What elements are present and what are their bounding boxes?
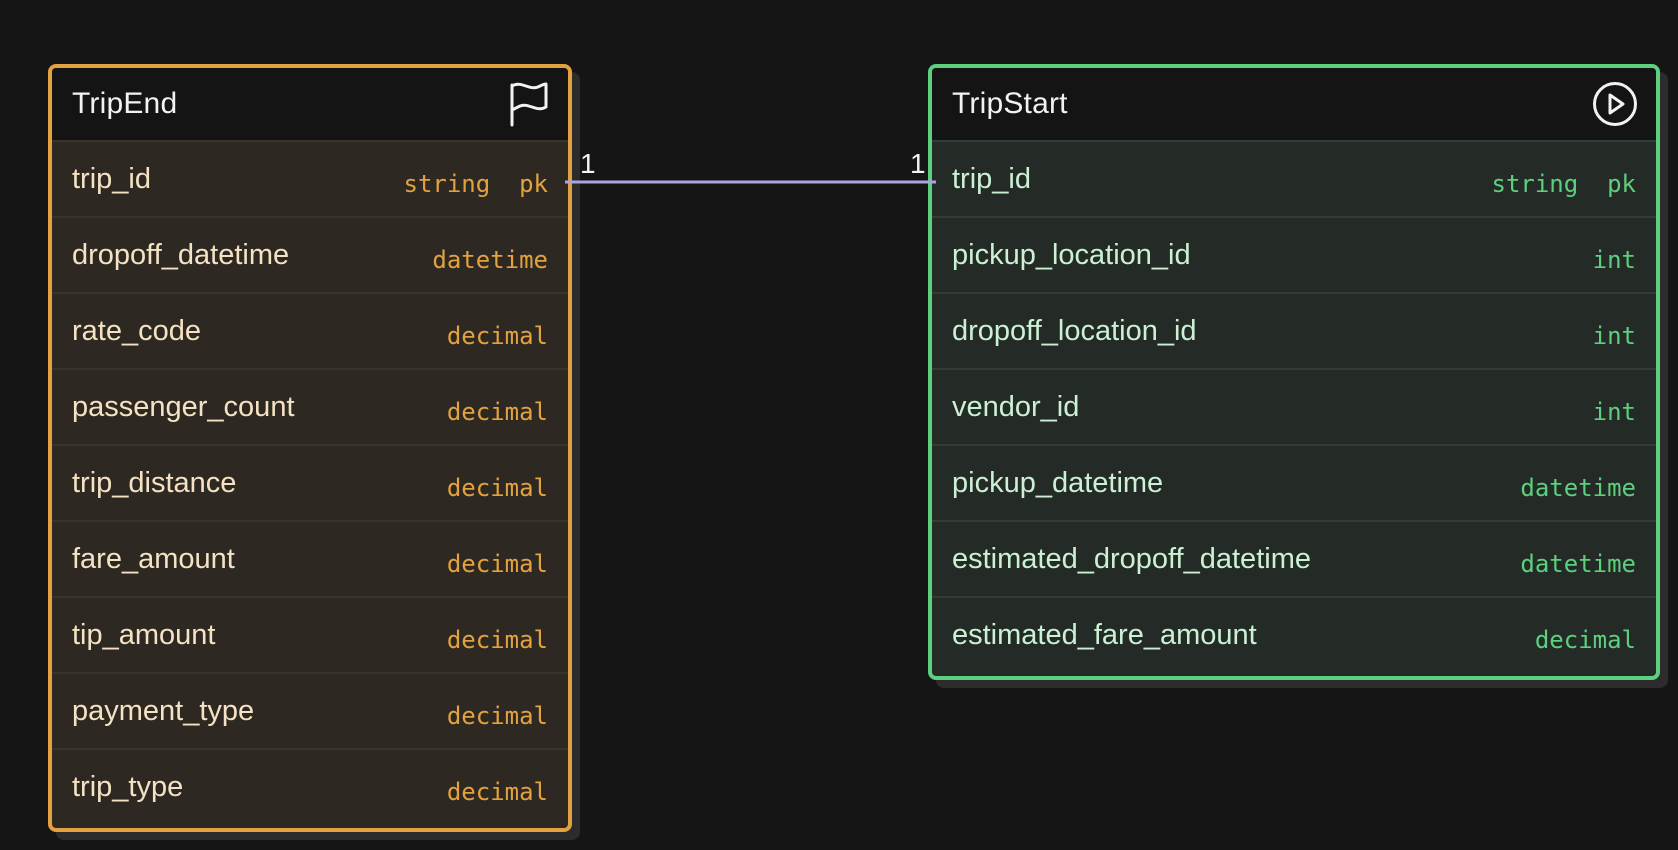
field-type: int	[1592, 246, 1636, 274]
field-name: trip_distance	[72, 466, 237, 499]
entity-title: TripStart	[952, 87, 1068, 120]
field-type: datetime	[1520, 550, 1636, 578]
field-name: estimated_dropoff_datetime	[952, 542, 1311, 575]
field-row[interactable]: estimated_fare_amount decimal	[932, 596, 1656, 672]
field-name: dropoff_datetime	[72, 238, 290, 271]
field-type: decimal	[446, 778, 548, 806]
field-name: fare_amount	[72, 542, 235, 575]
field-type: decimal	[446, 626, 548, 654]
field-type: int	[1592, 322, 1636, 350]
field-type: string pk	[403, 170, 549, 198]
field-type: decimal	[446, 702, 548, 730]
field-row[interactable]: dropoff_location_id int	[932, 292, 1656, 368]
field-row[interactable]: fare_amount decimal	[52, 520, 568, 596]
field-name: trip_type	[72, 770, 184, 803]
field-name: pickup_location_id	[952, 238, 1191, 271]
field-type: string pk	[1491, 170, 1637, 198]
field-type: decimal	[446, 398, 548, 426]
field-name: tip_amount	[72, 618, 216, 651]
field-type: datetime	[1520, 474, 1636, 502]
field-type: int	[1592, 398, 1636, 426]
field-row[interactable]: pickup_datetime datetime	[932, 444, 1656, 520]
field-row[interactable]: trip_id string pk	[932, 140, 1656, 216]
field-row[interactable]: tip_amount decimal	[52, 596, 568, 672]
field-row[interactable]: pickup_location_id int	[932, 216, 1656, 292]
entity-trip-start[interactable]: TripStart trip_id string pk pickup_locatio…	[928, 64, 1660, 680]
field-name: trip_id	[952, 162, 1031, 195]
field-name: passenger_count	[72, 390, 295, 423]
entity-title: TripEnd	[72, 87, 178, 120]
field-name: payment_type	[72, 694, 255, 727]
field-row[interactable]: payment_type decimal	[52, 672, 568, 748]
cardinality-label-from: 1	[580, 148, 596, 179]
field-row[interactable]: trip_type decimal	[52, 748, 568, 824]
field-row[interactable]: estimated_dropoff_datetime datetime	[932, 520, 1656, 596]
field-type: decimal	[446, 322, 548, 350]
field-name: trip_id	[72, 162, 151, 195]
field-row[interactable]: dropoff_datetime datetime	[52, 216, 568, 292]
field-name: dropoff_location_id	[952, 314, 1197, 347]
field-name: estimated_fare_amount	[952, 618, 1257, 651]
field-row[interactable]: rate_code decimal	[52, 292, 568, 368]
field-row[interactable]: vendor_id int	[932, 368, 1656, 444]
flag-icon	[508, 81, 550, 127]
field-type: decimal	[446, 474, 548, 502]
field-name: vendor_id	[952, 390, 1080, 423]
field-row[interactable]: trip_distance decimal	[52, 444, 568, 520]
play-circle-icon	[1592, 81, 1638, 127]
field-type: decimal	[1534, 626, 1636, 654]
cardinality-label-to: 1	[910, 148, 926, 179]
field-type: decimal	[446, 550, 548, 578]
entity-rows: trip_id string pk dropoff_datetime datetime…	[52, 140, 568, 824]
field-name: pickup_datetime	[952, 466, 1164, 499]
field-row[interactable]: passenger_count decimal	[52, 368, 568, 444]
entity-trip-end[interactable]: TripEnd trip_id string pk dropoff_datetime…	[48, 64, 572, 832]
entity-header: TripEnd	[52, 68, 568, 140]
entity-header: TripStart	[932, 68, 1656, 140]
field-type: datetime	[432, 246, 548, 274]
field-row[interactable]: trip_id string pk	[52, 140, 568, 216]
field-name: rate_code	[72, 314, 201, 347]
